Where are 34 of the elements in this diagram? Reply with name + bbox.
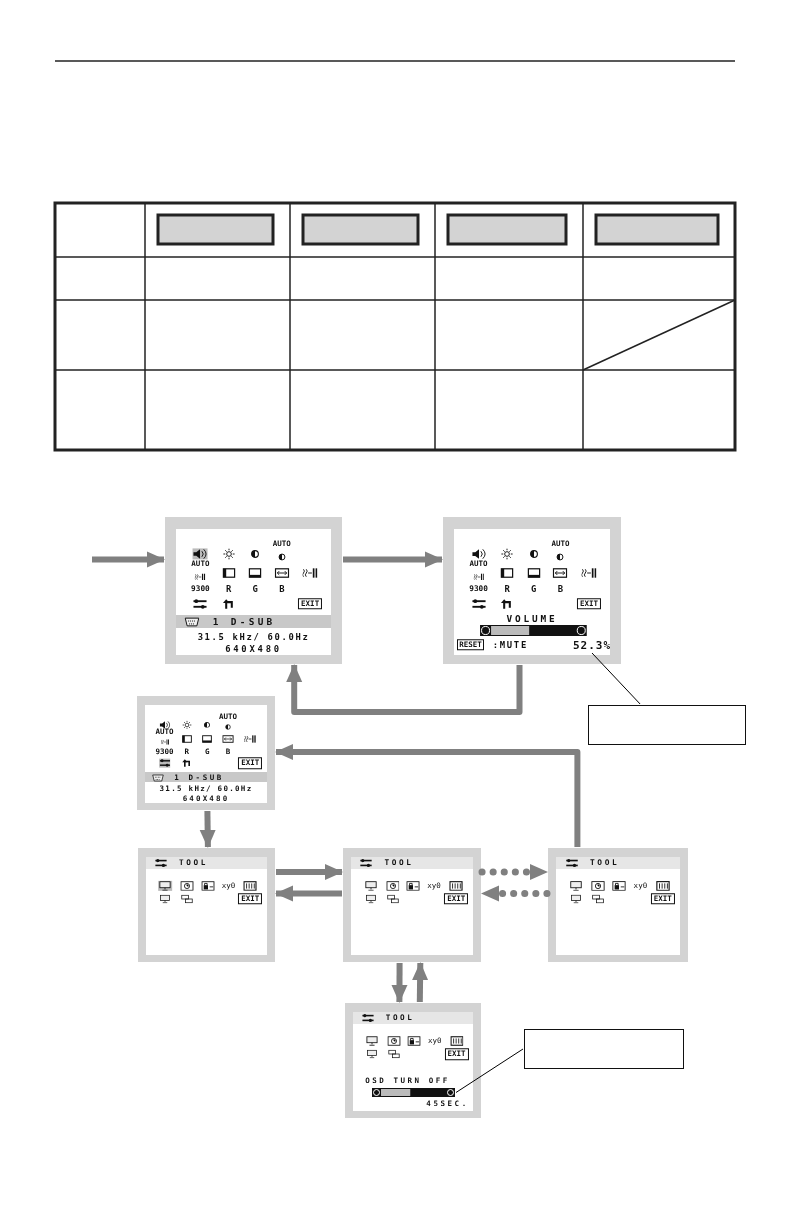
osd-screen	[343, 848, 481, 962]
menu-label: B	[557, 584, 564, 594]
input-label: 1 D-SUB	[212, 617, 276, 627]
status-text: 640X480	[225, 644, 282, 654]
osd-screen	[548, 848, 688, 962]
arrow	[286, 664, 523, 715]
arrow	[275, 743, 581, 847]
callout-box	[524, 1029, 684, 1069]
value-text: 52.3%	[572, 639, 612, 651]
hint-text: :MUTE	[492, 640, 528, 650]
arrow	[199, 810, 216, 848]
menu-label: G	[252, 584, 258, 594]
menu-label: B	[279, 584, 285, 594]
osd-screen	[138, 848, 275, 962]
arrow	[92, 551, 165, 568]
menu-label: R	[504, 584, 510, 594]
setting-title: VOLUME	[506, 614, 558, 624]
status-text: 31.5 kHz/ 60.0Hz	[197, 632, 310, 642]
osd-screen	[345, 1003, 481, 1118]
arrow	[343, 551, 443, 568]
osd-screen	[137, 696, 275, 810]
leader-line	[591, 652, 641, 705]
menu-label: G	[531, 584, 537, 594]
arrow	[276, 863, 343, 880]
osd-screen	[443, 517, 621, 664]
callout-box	[588, 705, 746, 745]
arrow	[412, 962, 429, 1003]
slider-bar	[372, 1088, 455, 1097]
arrow	[391, 963, 408, 1003]
menu-label: R	[226, 584, 232, 594]
arrow	[478, 885, 551, 902]
leader-line	[455, 1048, 524, 1093]
arrow	[275, 885, 342, 902]
osd-screen	[165, 517, 342, 664]
